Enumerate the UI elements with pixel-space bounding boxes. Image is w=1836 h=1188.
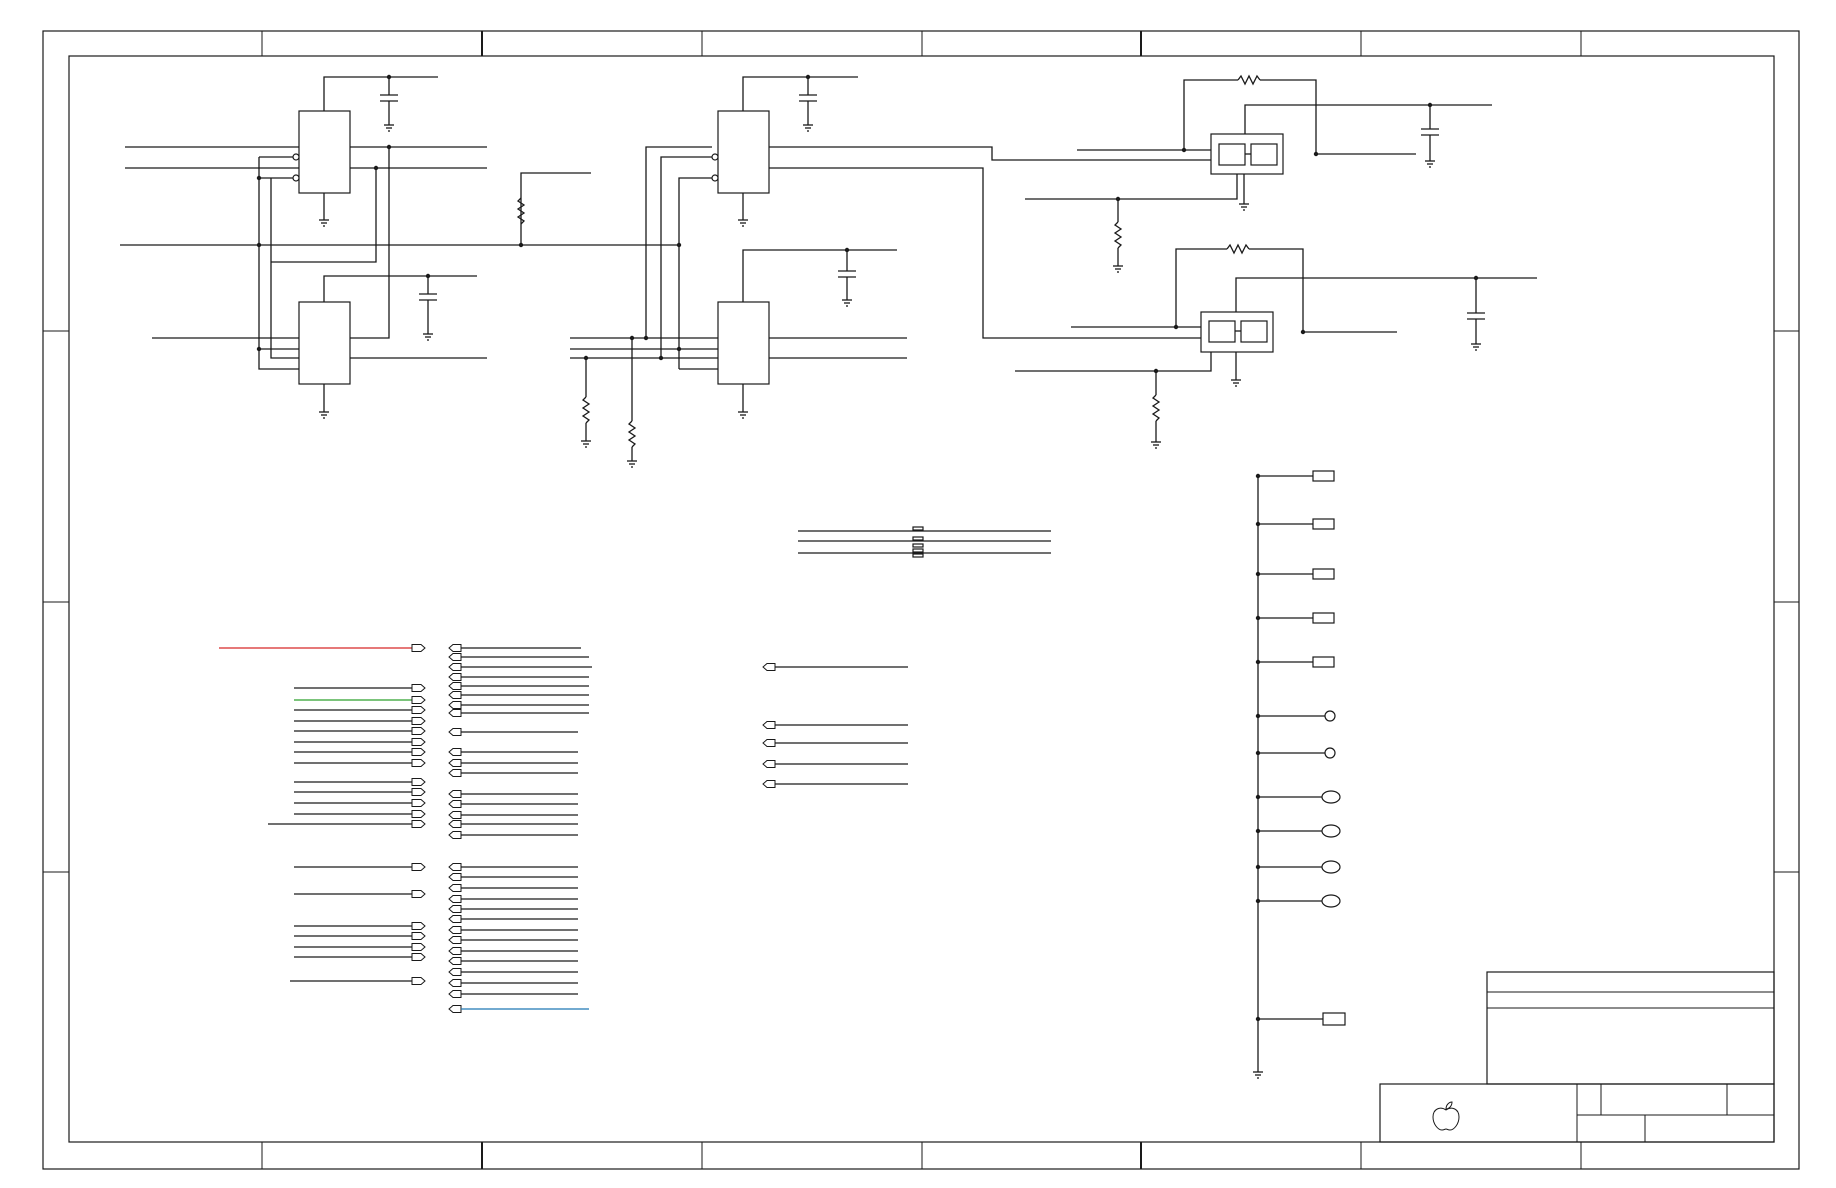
decoupling-capacitor [799,94,817,132]
offpage-connector [411,748,426,756]
offpage-connector [448,936,462,944]
offpage-connector [411,977,426,985]
offpage-connector [411,644,426,652]
offpage-connector [448,800,462,808]
title-block [1379,971,1775,1143]
mounting-hole [1321,894,1341,908]
offpage-connector [411,922,426,930]
offpage-connector [448,926,462,934]
test-pad [1312,518,1335,530]
offpage-connector [448,905,462,913]
offpage-connector [448,759,462,767]
offpage-connector [411,727,426,735]
offpage-connector [411,820,426,828]
offpage-connector [448,895,462,903]
sheet-border [42,30,1800,1170]
test-point [1324,747,1336,759]
offpage-connector [762,760,776,768]
offpage-connector [762,663,776,671]
offpage-connector [411,717,426,725]
test-pad [1312,470,1335,482]
test-pad [1312,568,1335,580]
offpage-connectors-middle [762,663,908,788]
offpage-connector [448,1005,462,1013]
oscillator-y2 [1015,243,1537,449]
oscillator-y1 [1025,74,1492,273]
test-pad [1312,612,1335,624]
offpage-connector [411,890,426,898]
offpage-connector [448,863,462,871]
offpage-connector [411,953,426,961]
offpage-connector [448,728,462,736]
net-tie-bus [798,526,1051,558]
offpage-connector [762,780,776,788]
offpage-connector [448,915,462,923]
offpage-connector [411,810,426,818]
test-pad [1312,656,1335,668]
offpage-connector [448,701,462,709]
offpage-connector [448,831,462,839]
offpage-connector [411,788,426,796]
decoupling-capacitor [380,94,398,132]
offpage-connector [411,738,426,746]
mounting-hole [1321,860,1341,874]
pull-up-network [120,172,682,248]
offpage-connector [448,769,462,777]
offpage-connector [448,811,462,819]
decoupling-capacitor [838,270,856,307]
offpage-connector [448,968,462,976]
buffer-ic-u4 [570,247,907,468]
test-point-column [1253,470,1346,1079]
offpage-connector [411,943,426,951]
offpage-connectors-right [448,644,592,1013]
offpage-connector [448,990,462,998]
offpage-connector [448,979,462,987]
offpage-connector [411,696,426,704]
offpage-connector [411,778,426,786]
offpage-connector [411,706,426,714]
offpage-connector [411,863,426,871]
buffer-ic-u3 [645,74,1215,369]
test-pad [1322,1012,1346,1026]
decoupling-capacitor [1421,128,1439,168]
offpage-connector [448,820,462,828]
offpage-connector [411,799,426,807]
offpage-connector [762,721,776,729]
offpage-connector [448,673,462,681]
mounting-hole [1321,824,1341,838]
mounting-hole [1321,790,1341,804]
offpage-connector [448,709,462,717]
buffer-ic-u2 [152,147,487,419]
buffer-ic-u1 [125,74,487,227]
decoupling-capacitor [419,293,437,341]
offpage-connector [448,653,462,661]
offpage-connector [448,663,462,671]
test-point [1324,710,1336,722]
apple-logo-icon [1432,1101,1460,1131]
offpage-connector [448,790,462,798]
offpage-connector [448,873,462,881]
offpage-connector [411,759,426,767]
offpage-connector [448,682,462,690]
decoupling-capacitor [1467,312,1485,351]
offpage-connectors-left [219,644,426,985]
offpage-connector [448,957,462,965]
offpage-connector [448,644,462,652]
offpage-connector [448,748,462,756]
offpage-connector [411,932,426,940]
offpage-connector [762,739,776,747]
offpage-connector [448,947,462,955]
offpage-connector [448,691,462,699]
offpage-connector [411,684,426,692]
offpage-connector [448,884,462,892]
